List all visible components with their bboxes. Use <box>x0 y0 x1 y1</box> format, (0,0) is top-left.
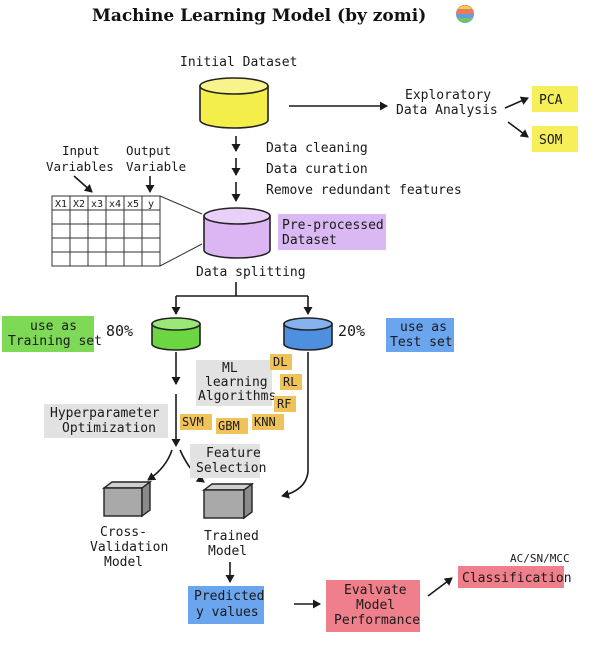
metrics-label: AC/SN/MCC <box>510 552 570 565</box>
data-table <box>51 195 161 267</box>
cross-validation-box <box>101 480 153 518</box>
table-header-x2: X2 <box>73 199 85 210</box>
preprocessed-cylinder <box>203 207 271 259</box>
feature-selection-highlight <box>190 444 260 478</box>
tag-rf-highlight <box>274 396 296 412</box>
step-data-curation: Data curation <box>266 162 368 177</box>
arrow-input-variables <box>73 175 93 193</box>
classification-label: Classification <box>462 571 572 586</box>
tag-dl-highlight <box>270 354 292 370</box>
arrow-to-som <box>507 121 529 138</box>
train-label-line-1: use as <box>30 319 77 334</box>
cross-validation-line-2: Validation <box>90 540 168 555</box>
som-label: SOM <box>539 133 563 148</box>
table-connector-bottom <box>159 243 203 267</box>
table-connector-top <box>159 195 203 215</box>
evaluate-line-2: Model <box>356 598 395 613</box>
hyperparameter-line-2: Optimization <box>62 421 156 436</box>
hyperparameter-highlight <box>44 404 168 438</box>
initial-dataset-cylinder <box>199 77 269 129</box>
data-splitting-label: Data splitting <box>196 265 306 280</box>
input-variables-line-2: Variables <box>46 159 114 174</box>
step-data-cleaning: Data cleaning <box>266 141 368 156</box>
output-variable-line-1: Output <box>126 143 171 158</box>
trained-model-line-1: Trained <box>204 529 259 544</box>
test-highlight <box>386 318 454 352</box>
cross-validation-line-3: Model <box>104 555 143 570</box>
predicted-highlight <box>188 586 264 624</box>
tag-svm-highlight <box>180 414 212 430</box>
arrow-to-cross-validation <box>147 449 173 481</box>
feature-line-1: Feature <box>206 446 261 461</box>
evaluate-line-3: Performance <box>334 613 420 628</box>
evaluate-highlight <box>326 580 420 632</box>
table-header-y: y <box>148 199 154 210</box>
eda-line-2: Data Analysis <box>396 103 498 118</box>
arrow-test-to-trained <box>281 352 309 499</box>
table-header-x5: x5 <box>127 199 139 210</box>
tag-knn-highlight <box>252 414 284 430</box>
tag-rf: RF <box>277 397 291 411</box>
tag-rl: RL <box>283 375 297 389</box>
table-header-x1: X1 <box>55 199 67 210</box>
eda-line-1: Exploratory <box>405 88 491 103</box>
test-cylinder <box>283 317 333 351</box>
preprocessed-line-1: Pre-processed <box>282 218 384 233</box>
arrow-to-pca <box>504 96 529 109</box>
evaluate-line-1: Evalvate <box>344 583 407 598</box>
test-label-line-2: Test set <box>390 335 453 350</box>
train-percent: 80% <box>106 322 133 340</box>
step-remove-features: Remove redundant features <box>266 183 462 198</box>
cross-validation-line-1: Cross- <box>100 525 147 540</box>
input-variables-line-1: Input <box>62 143 100 158</box>
tag-gbm-highlight <box>216 418 248 434</box>
preprocessed-highlight <box>278 214 386 250</box>
test-percent: 20% <box>338 322 365 340</box>
train-label-line-2: Training set <box>8 334 102 349</box>
tag-gbm: GBM <box>218 419 240 433</box>
trained-model-line-2: Model <box>208 544 247 559</box>
pca-highlight <box>532 86 578 112</box>
diagram-title: Machine Learning Model (by zomi) <box>92 6 426 26</box>
predicted-line-2: y values <box>196 605 259 620</box>
feature-line-2: Selection <box>196 461 266 476</box>
tag-dl: DL <box>273 355 287 369</box>
ml-line-2: learning <box>205 375 268 390</box>
preprocessed-line-2: Dataset <box>282 233 337 248</box>
training-cylinder <box>151 317 201 351</box>
ml-algorithms-highlight <box>196 360 272 406</box>
table-header-x3: x3 <box>91 199 103 210</box>
tag-svm: SVM <box>182 415 204 429</box>
globe-icon <box>456 5 474 23</box>
output-variable-line-2: Variable <box>126 159 186 174</box>
trained-model-box <box>201 482 255 520</box>
som-highlight <box>532 126 578 152</box>
predicted-line-1: Predicted <box>194 589 264 604</box>
table-header-x4: x4 <box>109 199 121 210</box>
tag-rl-highlight <box>280 374 302 390</box>
classification-highlight <box>458 566 564 588</box>
ml-line-1: ML <box>222 361 238 376</box>
test-label-line-1: use as <box>400 320 447 335</box>
arrow-to-classification <box>427 577 453 597</box>
pca-label: PCA <box>539 93 563 108</box>
initial-dataset-label: Initial Dataset <box>180 55 297 70</box>
ml-line-3: Algorithms <box>198 389 276 404</box>
hyperparameter-line-1: Hyperparameter <box>50 406 160 421</box>
train-highlight <box>2 316 94 352</box>
tag-knn: KNN <box>254 415 276 429</box>
